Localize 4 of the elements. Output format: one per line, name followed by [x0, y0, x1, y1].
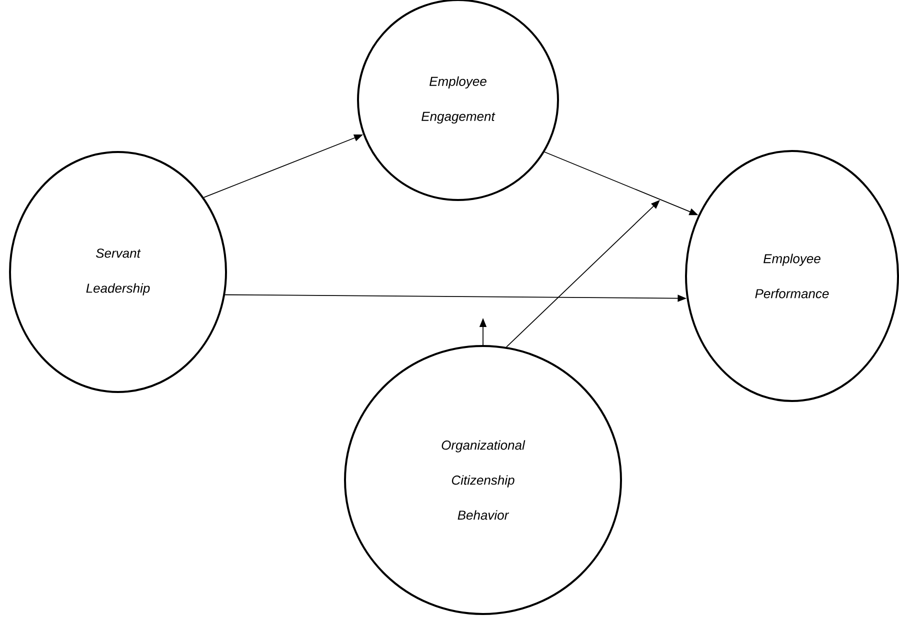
arrow [506, 200, 660, 348]
ellipse-node: Organizational Citizenship Behavior [344, 345, 622, 615]
ellipse-node: Employee Performance [685, 150, 899, 402]
ellipse-node: Servant Leadership [9, 151, 227, 393]
